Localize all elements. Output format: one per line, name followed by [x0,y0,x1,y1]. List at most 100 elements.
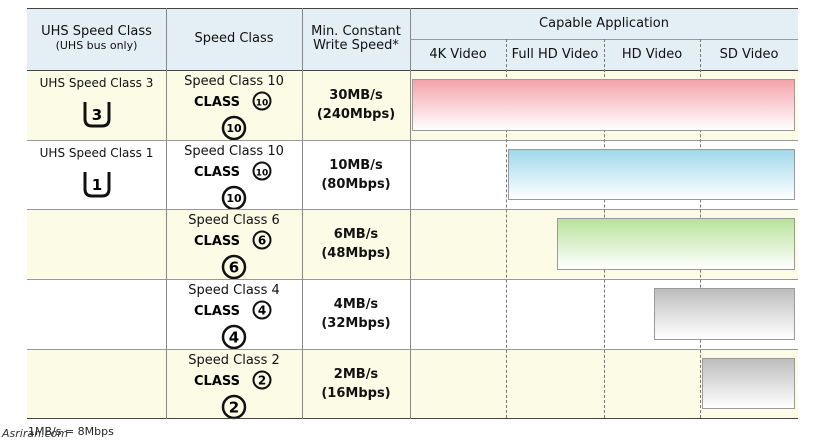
write-speed-cell: 4MB/s (32Mbps) [302,279,410,349]
class-logo-wrap: CLASS 10 [194,161,274,185]
col-divider-1 [166,8,167,419]
app-label-4k: 4K Video [429,46,487,62]
header-bottom-border [27,70,798,71]
row-divider-4 [27,349,798,350]
uhs-icon-wrap: 3 [81,99,113,133]
circle-digit-text: 10 [226,192,242,205]
header-speed-class-label: Speed Class [194,31,274,46]
class-word-text: CLASS [194,165,240,180]
speed-class-label: Speed Class 4 [188,283,280,298]
class-logo-icon: CLASS 4 [194,300,272,320]
table-top-border [27,8,798,9]
header-uhs-speed-class: UHS Speed Class (UHS bus only) [27,8,166,70]
col-divider-3 [410,8,411,419]
capability-bar [557,218,795,270]
class-logo-wrap: CLASS 2 [194,370,274,394]
speed-class-cell: Speed Class 4 CLASS 4 4 [166,279,302,350]
col-divider-2 [302,8,303,419]
row-divider-1 [27,140,798,141]
uhs-digit-text: 1 [91,176,101,194]
header-app-hd: HD Video [604,39,700,70]
uhs-digit-text: 3 [91,106,101,124]
speed-class-circle-icon: 2 [221,394,247,420]
uhs-class-label: UHS Speed Class 3 [39,76,154,90]
class-digit-text: 10 [256,169,269,179]
uhs-cell [27,209,166,279]
class-logo-wrap: CLASS 6 [194,230,274,254]
write-speed-mbs: 30MB/s [329,88,383,103]
app-label-full-hd: Full HD Video [511,46,599,62]
speed-class-label: Speed Class 10 [184,74,284,89]
header-capable-application-label: Capable Application [539,15,669,31]
class-logo-icon: CLASS 2 [194,370,272,390]
class-word-text: CLASS [194,304,240,319]
row-divider-3 [27,279,798,280]
capability-bar [412,79,795,131]
uhs-icon-wrap: 1 [81,169,113,203]
circle-digit-text: 4 [229,329,239,347]
class-digit-text: 4 [258,304,266,318]
write-speed-mbs: 4MB/s [333,297,379,312]
write-speed-mbps: (48Mbps) [321,246,391,261]
watermark: Asriran.com [2,427,69,440]
row-divider-2 [27,209,798,210]
app-label-hd: HD Video [621,46,683,62]
footnote: 1MB/s = 8Mbps [28,425,114,438]
class-digit-text: 6 [258,234,266,248]
circle-digit-text: 2 [229,399,239,417]
capability-bar [702,358,795,409]
header-uhs-bus-only: (UHS bus only) [55,39,138,52]
app-label-sd: SD Video [719,46,779,62]
class-logo-wrap: CLASS 4 [194,300,274,324]
speed-class-circle-icon: 6 [221,254,247,280]
header-capable-application: Capable Application [410,8,798,39]
write-speed-mbps: (32Mbps) [321,316,391,331]
class-digit-text: 2 [258,374,266,388]
uhs-class-label: UHS Speed Class 1 [39,146,154,160]
uhs-cell [27,349,166,418]
header-uhs-label: UHS Speed Class [41,24,152,39]
speed-class-circle-icon: 4 [221,324,247,350]
speed-class-cell: Speed Class 2 CLASS 2 2 [166,349,302,420]
write-speed-cell: 10MB/s(80Mbps) [302,140,410,209]
circle-logo-wrap: 2 [221,394,247,424]
capability-bar [654,288,795,340]
class-logo-icon: CLASS 10 [194,161,272,181]
circle-digit-text: 6 [229,259,239,277]
uhs-cell: UHS Speed Class 1 1 [27,140,166,209]
speed-class-table: UHS Speed Class (UHS bus only) Speed Cla… [27,8,798,420]
class-word-text: CLASS [194,374,240,389]
write-speed-cell: 30MB/s(240Mbps) [302,70,410,140]
capability-bar [508,149,795,200]
circle-logo-wrap: 10 [221,115,247,145]
table-bottom-border [27,418,798,419]
header-min-write-line2: Write Speed* [313,38,399,53]
uhs-cell [27,279,166,349]
class-word-text: CLASS [194,234,240,249]
speed-class-label: Speed Class 10 [184,144,284,159]
speed-class-label: Speed Class 2 [188,353,280,368]
speed-class-cell: Speed Class 10 CLASS 10 10 [166,140,302,211]
write-speed-cell: 2MB/s(16Mbps) [302,349,410,418]
circle-logo-wrap: 6 [221,254,247,284]
write-speed-mbps: (16Mbps) [321,385,391,401]
header-app-4k: 4K Video [410,39,506,70]
header-app-sd: SD Video [700,39,798,70]
write-speed-cell: 6MB/s (48Mbps) [302,209,410,279]
write-speed-mbs: 6MB/s [333,227,379,242]
speed-class-cell: Speed Class 6 CLASS 6 6 [166,209,302,280]
speed-class-label: Speed Class 6 [188,213,280,228]
uhs-cell: UHS Speed Class 3 3 [27,70,166,140]
circle-logo-wrap: 4 [221,324,247,354]
class-digit-text: 10 [256,99,269,109]
header-speed-class: Speed Class [166,8,302,70]
speed-class-circle-icon: 10 [221,115,247,141]
header-min-write-speed: Min. Constant Write Speed* [302,8,410,70]
header-app-full-hd: Full HD Video [506,39,604,70]
header-min-write-line1: Min. Constant [311,24,401,39]
write-speed-mbps: (80Mbps) [321,176,391,192]
app-divider-1 [506,39,507,418]
